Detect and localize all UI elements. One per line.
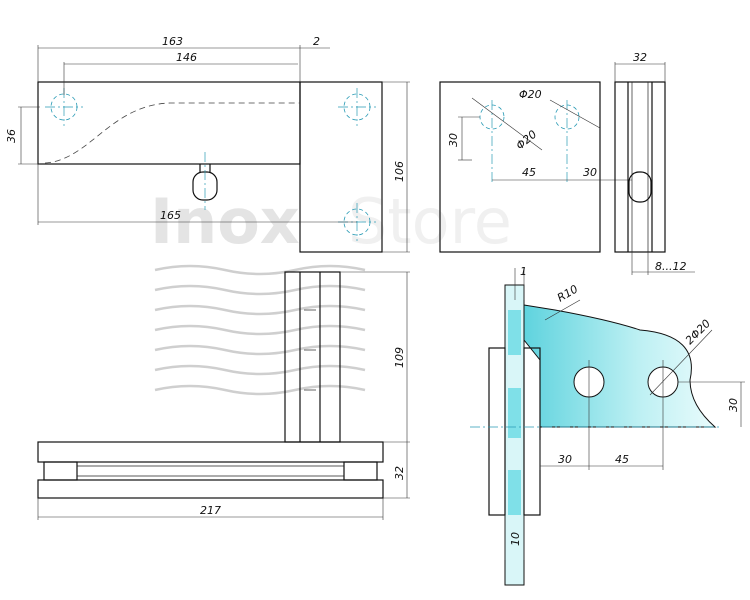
dim-30-bottom: 30 (558, 453, 572, 466)
dim-32-top: 32 (633, 51, 647, 64)
clamp-left-half (488, 347, 506, 516)
dim-8-12: 8...12 (655, 260, 687, 273)
dim-106: 106 (393, 161, 406, 182)
dim-217: 217 (200, 504, 221, 517)
dim-32-side: 32 (393, 466, 406, 480)
watermark-waves (154, 264, 366, 396)
dim-45-bottom: 45 (615, 453, 629, 466)
clamp-plate-outline (439, 81, 601, 253)
glass-panel (523, 304, 717, 428)
watermark-light: Store (348, 185, 512, 258)
dim-phi20-a: Φ20 (519, 88, 542, 101)
dim-146: 146 (176, 51, 197, 64)
dim-30-mid: 30 (583, 166, 597, 179)
watermark-strong: Inox (150, 185, 300, 258)
dim-163: 163 (162, 35, 183, 48)
hidden-contour (44, 102, 300, 164)
dim-10: 10 (509, 532, 522, 546)
front-view: 109 32 217 (37, 271, 410, 520)
dim-2phi20: 2Φ20 (683, 317, 713, 347)
base-top (37, 441, 384, 463)
dim-30-right: 30 (727, 398, 740, 412)
mount-plate-outline (299, 81, 383, 253)
watermark-logo: Inox Store (150, 185, 512, 396)
dim-109: 109 (393, 347, 406, 368)
clamp-side-view: 32 8...12 (614, 51, 695, 275)
dim-30-top: 30 (447, 133, 460, 147)
dim-r10: R10 (555, 283, 580, 305)
side-pin (628, 171, 652, 203)
clamp-plate-view: Φ20 Φ20 30 45 30 (439, 81, 632, 253)
base-bottom (37, 479, 384, 499)
dim-165: 165 (160, 209, 181, 222)
dim-45-top: 45 (522, 166, 536, 179)
clamp-right-half (523, 347, 541, 516)
vertical-arm-outline (284, 271, 341, 443)
top-view: 163 2 146 36 106 165 (5, 35, 410, 253)
dim-36: 36 (5, 129, 18, 143)
side-outline (614, 81, 666, 253)
dim-2: 2 (313, 35, 320, 48)
glass-assembly-view: 30 45 30 2Φ20 R10 1 10 (470, 265, 745, 586)
dim-1: 1 (520, 265, 527, 278)
